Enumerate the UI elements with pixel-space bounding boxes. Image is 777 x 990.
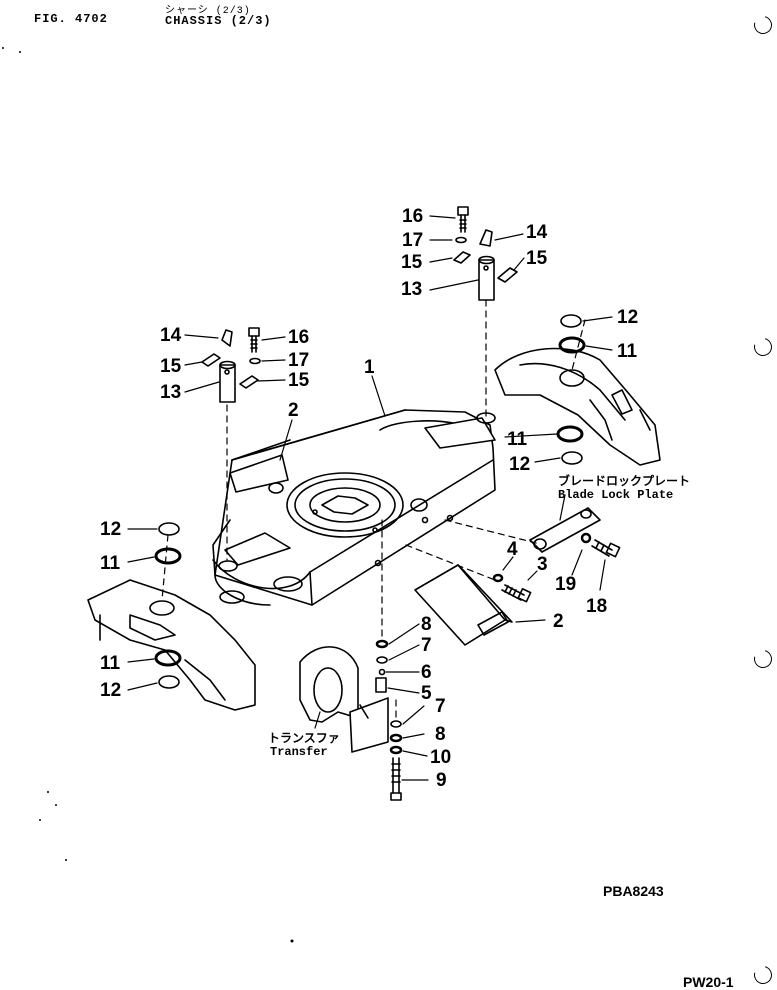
- o-ring-12-lower-left: [158, 675, 180, 689]
- callout-1: 1: [364, 357, 375, 378]
- callout-7-lower: 7: [435, 696, 446, 717]
- transfer-case: [299, 646, 389, 753]
- o-ring-12-upper-left: [158, 522, 180, 536]
- transfer-label-jp: トランスファ: [268, 731, 340, 746]
- bolt-16-lower: [248, 327, 260, 353]
- washer-7-top: [376, 656, 388, 664]
- rear-axle-housing: [87, 579, 256, 711]
- callout-12-lower-left: 12: [100, 680, 121, 701]
- callout-12-lower-right: 12: [509, 454, 530, 475]
- bushing-5: [375, 677, 387, 693]
- callout-11-upper-left: 11: [100, 553, 121, 574]
- title-english: CHASSIS (2/3): [165, 14, 272, 28]
- transfer-label-en: Transfer: [270, 745, 328, 759]
- washer-10: [389, 745, 403, 755]
- drawing-code: PBA8243: [603, 883, 664, 899]
- callout-2-lower: 2: [553, 611, 564, 632]
- lock-14-lower: [221, 329, 233, 347]
- washer-7-bottom: [390, 720, 402, 728]
- o-ring-12-lower-right: [561, 451, 583, 465]
- ring-6: [378, 668, 386, 676]
- callout-11-lower-right: 11: [507, 429, 528, 450]
- washer-8-top: [375, 639, 389, 649]
- callout-8-upper: 8: [421, 614, 432, 635]
- plate-15-d: [239, 375, 259, 389]
- callout-15-d: 15: [288, 370, 310, 391]
- blade-lock-plate: [529, 507, 601, 553]
- bolt-9: [390, 757, 402, 801]
- scan-specks: [2, 47, 294, 943]
- bolt-16-upper: [457, 206, 469, 233]
- seal-11-upper-right: [558, 336, 586, 354]
- front-axle-housing: [494, 347, 661, 466]
- callout-8-lower: 8: [435, 724, 446, 745]
- figure-number: FIG. 4702: [34, 12, 108, 26]
- seal-11-lower-right: [556, 425, 584, 443]
- callout-17-lower: 17: [288, 350, 309, 371]
- callout-2-upper: 2: [288, 400, 299, 421]
- blade-lock-plate-label-jp: ブレードロックプレート: [558, 473, 690, 489]
- callout-15-a: 15: [401, 252, 423, 273]
- washer-17-lower: [249, 357, 261, 365]
- callout-13-upper: 13: [401, 279, 422, 300]
- pivot-pin-left: [219, 360, 236, 403]
- washer-8-bottom: [389, 733, 403, 743]
- callout-9: 9: [436, 770, 447, 791]
- blade-lock-plate-label-en: Blade Lock Plate: [558, 488, 673, 502]
- callout-15-c: 15: [160, 356, 182, 377]
- callout-6: 6: [421, 662, 432, 683]
- callout-10: 10: [430, 747, 451, 768]
- callout-4: 4: [507, 539, 518, 560]
- callout-13-lower: 13: [160, 382, 181, 403]
- callout-7-upper: 7: [421, 635, 432, 656]
- washer-4: [492, 573, 504, 583]
- o-ring-12-upper-right: [560, 314, 582, 328]
- bolt-3: [501, 584, 532, 603]
- seal-11-upper-left: [154, 547, 182, 565]
- washer-19: [580, 532, 592, 544]
- bolt-18: [591, 539, 621, 558]
- plate-15-b: [497, 267, 518, 283]
- callout-14-lower: 14: [160, 325, 182, 346]
- plate-15-a: [453, 251, 471, 264]
- callout-3: 3: [537, 554, 548, 575]
- callout-16-upper: 16: [402, 206, 423, 227]
- callout-18: 18: [586, 596, 607, 617]
- callout-16-lower: 16: [288, 327, 309, 348]
- blade-bracket: [414, 564, 513, 646]
- callout-5: 5: [421, 683, 432, 704]
- plate-15-c: [201, 353, 221, 367]
- chassis-frame: [212, 409, 496, 606]
- callout-11-lower-left: 11: [100, 653, 121, 674]
- title-japanese: シャーシ (2/3): [165, 6, 251, 17]
- washer-17-upper: [455, 236, 467, 244]
- page-code: PW20-1: [683, 974, 734, 990]
- callout-14-upper: 14: [526, 222, 548, 243]
- callout-11-upper-right: 11: [617, 341, 638, 362]
- lock-14-upper: [479, 229, 493, 247]
- callout-17-upper: 17: [402, 230, 423, 251]
- callout-12-upper-right: 12: [617, 307, 638, 328]
- seal-11-lower-left: [154, 649, 182, 667]
- callout-19: 19: [555, 574, 576, 595]
- pivot-pin-right: [478, 255, 495, 301]
- callout-12-upper-left: 12: [100, 519, 121, 540]
- callout-15-b: 15: [526, 248, 548, 269]
